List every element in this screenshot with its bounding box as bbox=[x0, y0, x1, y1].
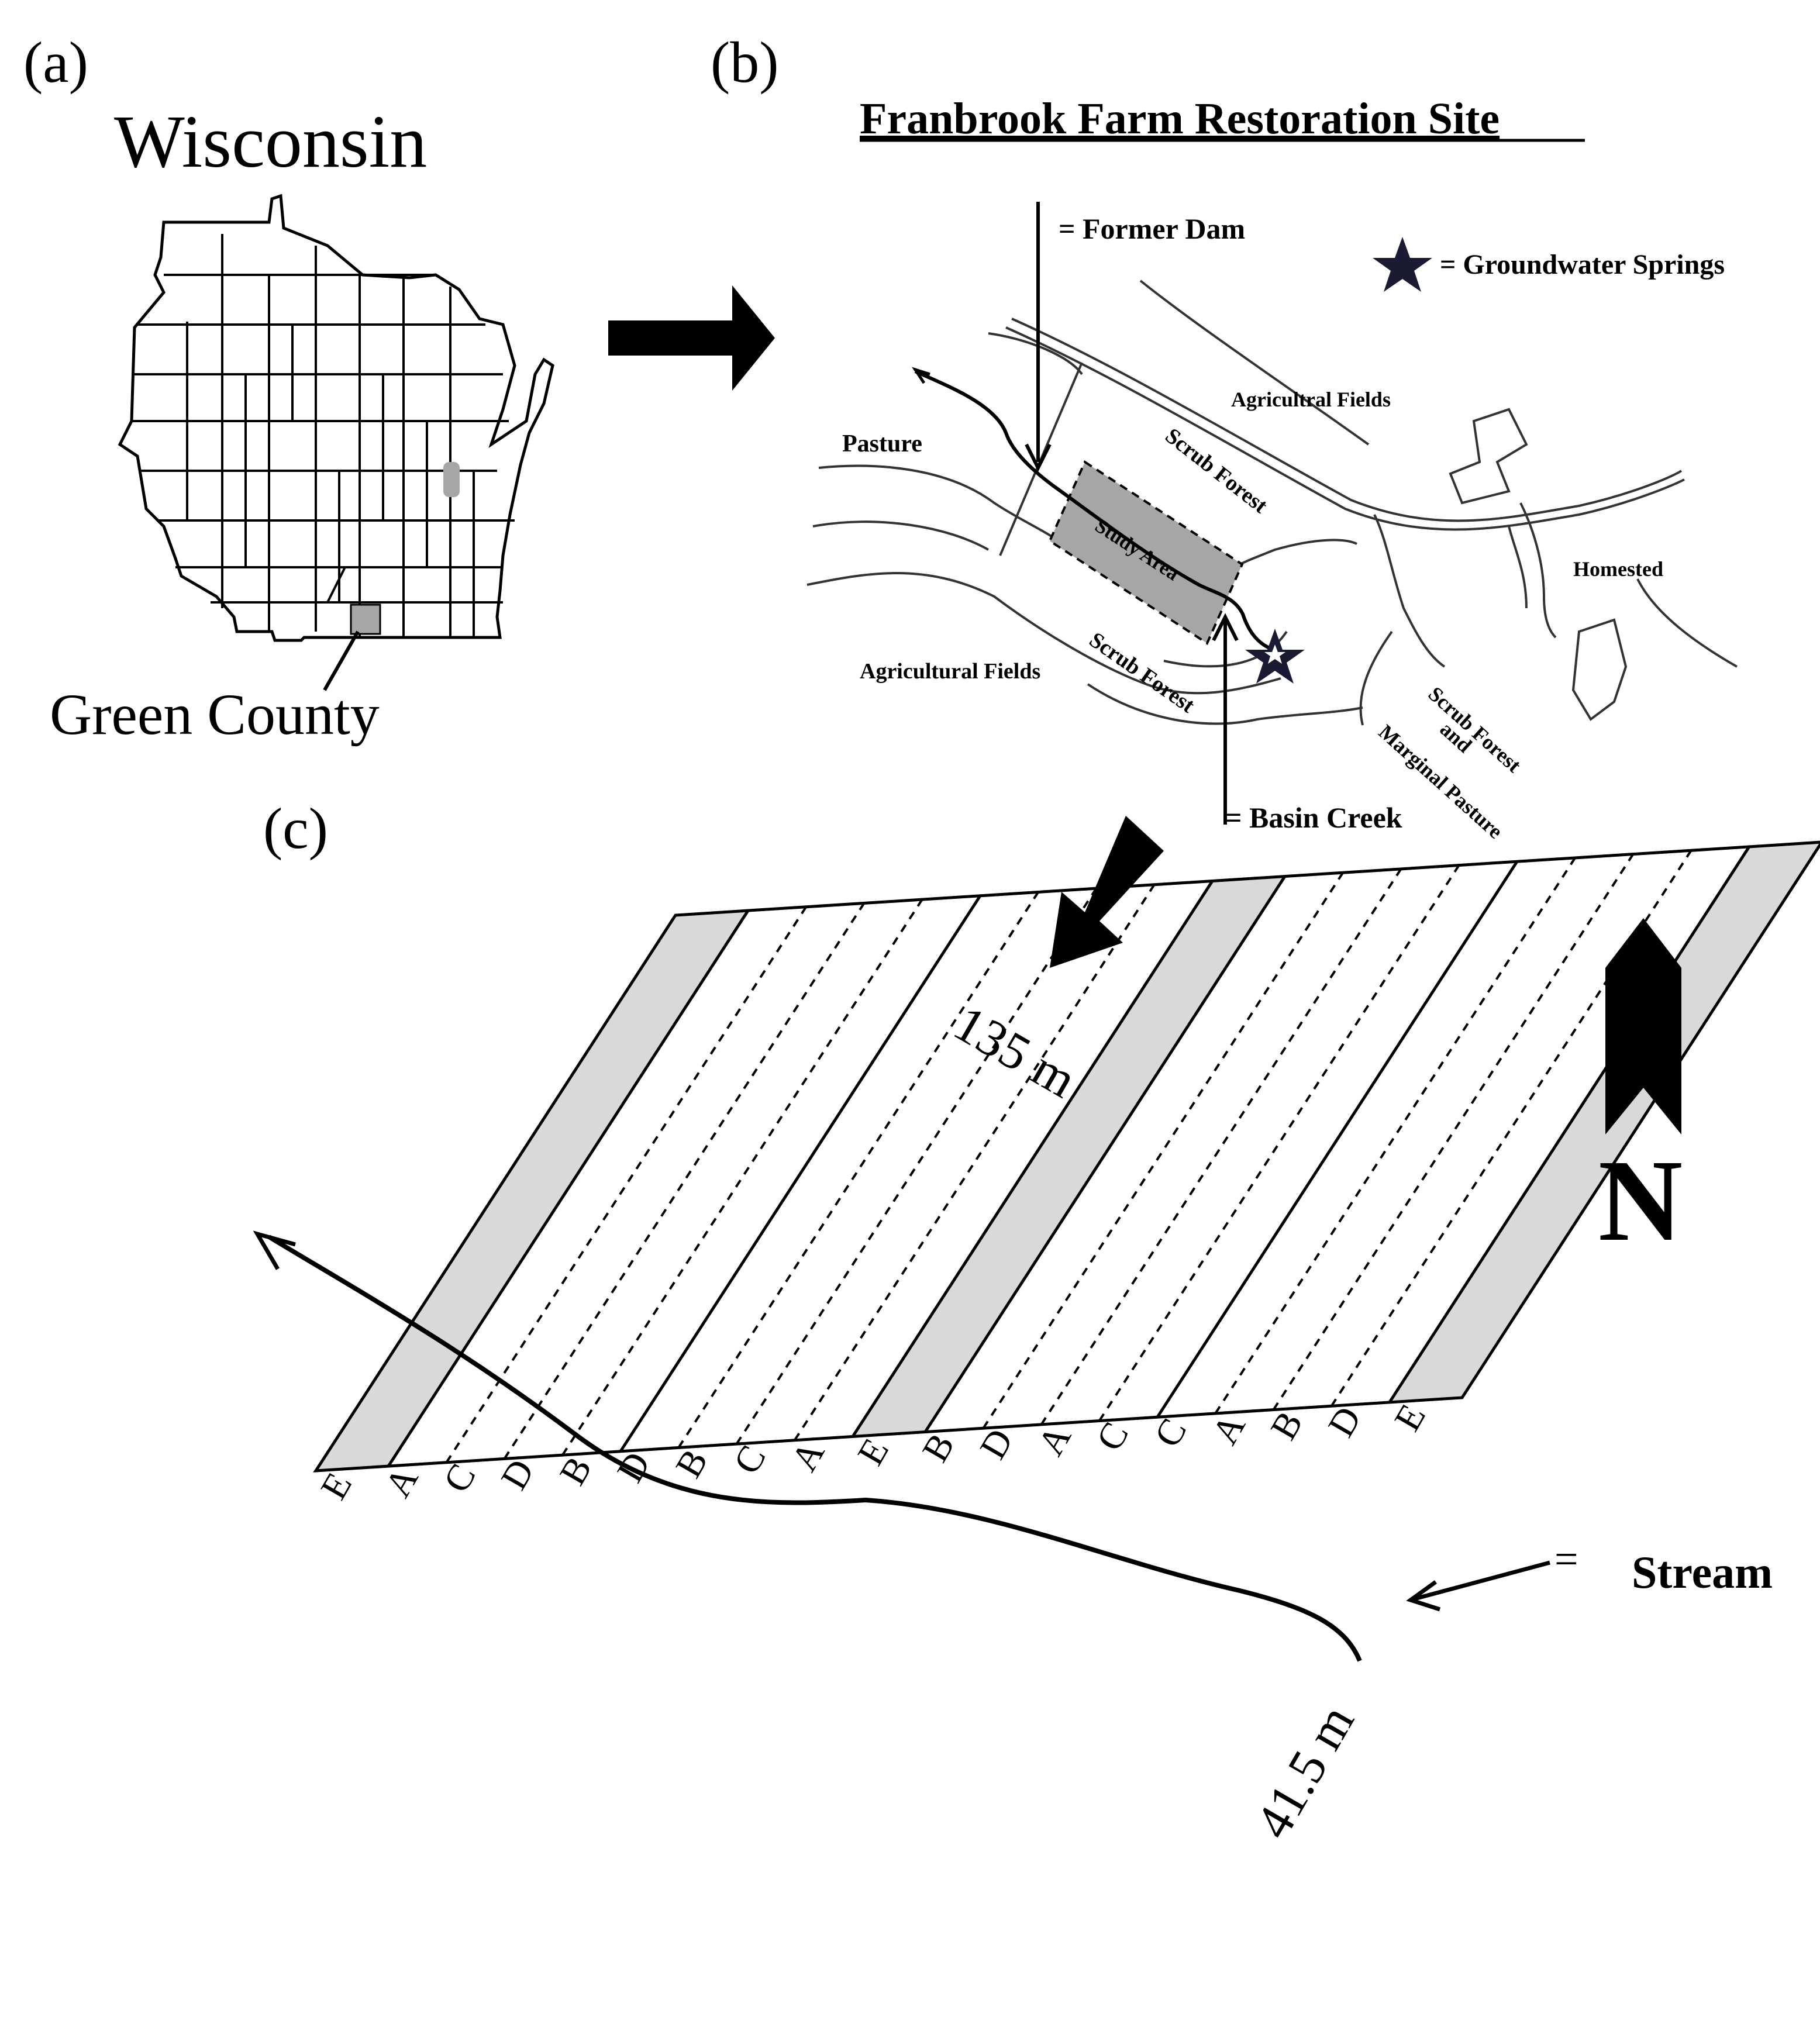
panel-b: (b) Franbrook Farm Restoration Site bbox=[711, 30, 1738, 843]
green-county-label: Green County bbox=[50, 682, 380, 747]
stream-legend-arrow bbox=[1412, 1560, 1550, 1602]
former-dam-legend: = Former Dam bbox=[1059, 212, 1245, 245]
pasture-label: Pasture bbox=[842, 430, 922, 457]
green-county-highlight bbox=[350, 604, 381, 635]
buffer-strip bbox=[316, 911, 749, 1471]
panel-a-label: (a) bbox=[23, 30, 88, 95]
groundwater-springs-legend: = Groundwater Springs bbox=[1440, 249, 1725, 280]
road-outer bbox=[1005, 326, 1685, 531]
county-boundaries bbox=[132, 234, 515, 637]
subplot-boundary-dashed bbox=[982, 872, 1344, 1429]
scrub-forest-s-label: Scrub Forest bbox=[1085, 627, 1199, 718]
creek-flow-arrowhead bbox=[912, 367, 930, 384]
subplot-boundary-dashed bbox=[735, 888, 1098, 1445]
subplot-boundary-dashed bbox=[1272, 853, 1635, 1411]
width-label: 41.5 m bbox=[1245, 1696, 1365, 1848]
arrow-a-to-b bbox=[608, 285, 775, 391]
agricultural-fields-ne-label: Agricultral Fields bbox=[1231, 388, 1391, 411]
plot-boundary-solid bbox=[1156, 860, 1519, 1418]
svg-text:Scrub Forest: Scrub Forest bbox=[1424, 682, 1526, 777]
wisconsin-title: Wisconsin bbox=[114, 100, 427, 183]
subplot-boundary-dashed bbox=[1040, 868, 1402, 1425]
plot-boundary-solid bbox=[851, 880, 1214, 1437]
subplot-boundary-dashed bbox=[561, 899, 923, 1456]
plot-boundary-solid bbox=[387, 909, 750, 1467]
green-county-pointer bbox=[323, 630, 360, 691]
north-label: N bbox=[1598, 1136, 1683, 1266]
panel-b-label: (b) bbox=[711, 30, 779, 95]
wisconsin-county-map bbox=[118, 194, 554, 691]
north-arrow-icon bbox=[1605, 918, 1681, 1135]
wisconsin-outline bbox=[118, 194, 554, 642]
plot-outline bbox=[313, 840, 1820, 1473]
length-label: 135 m bbox=[945, 995, 1085, 1109]
arrow-b-to-c bbox=[1050, 816, 1164, 968]
buffer-strip bbox=[853, 876, 1285, 1437]
homested-label: Homested bbox=[1573, 557, 1663, 581]
plot-boundary-solid bbox=[1388, 846, 1750, 1404]
plot-boundary-solid bbox=[923, 875, 1287, 1433]
site-title: Franbrook Farm Restoration Site bbox=[860, 94, 1500, 143]
stream-arrowhead bbox=[253, 1230, 296, 1270]
buffer-strip bbox=[1389, 842, 1820, 1402]
panel-a: (a) Wisconsin bbox=[23, 30, 554, 747]
subplot-boundary-dashed bbox=[1214, 857, 1576, 1414]
subplot-boundary-dashed bbox=[677, 891, 1039, 1449]
agricultural-fields-sw-label: Agricultural Fields bbox=[860, 659, 1040, 684]
stream-line bbox=[267, 1235, 1362, 1662]
springs-legend-star bbox=[1373, 237, 1432, 292]
subplot-boundary-dashed bbox=[503, 902, 866, 1460]
second-county-highlight bbox=[443, 462, 460, 497]
road-inner bbox=[1011, 318, 1683, 522]
subplot-boundary-dashed bbox=[445, 906, 807, 1463]
stream-legend-label: Stream bbox=[1632, 1547, 1773, 1598]
basin-creek-legend: = Basin Creek bbox=[1225, 801, 1402, 834]
stream-legend-equals: = bbox=[1554, 1536, 1578, 1582]
plot-boundary-solid bbox=[619, 895, 982, 1453]
panel-c-label: (c) bbox=[263, 796, 328, 861]
subplot-boundary-dashed bbox=[794, 884, 1156, 1441]
subplot-boundary-dashed bbox=[1098, 864, 1460, 1422]
basin-creek-line bbox=[914, 370, 1273, 651]
